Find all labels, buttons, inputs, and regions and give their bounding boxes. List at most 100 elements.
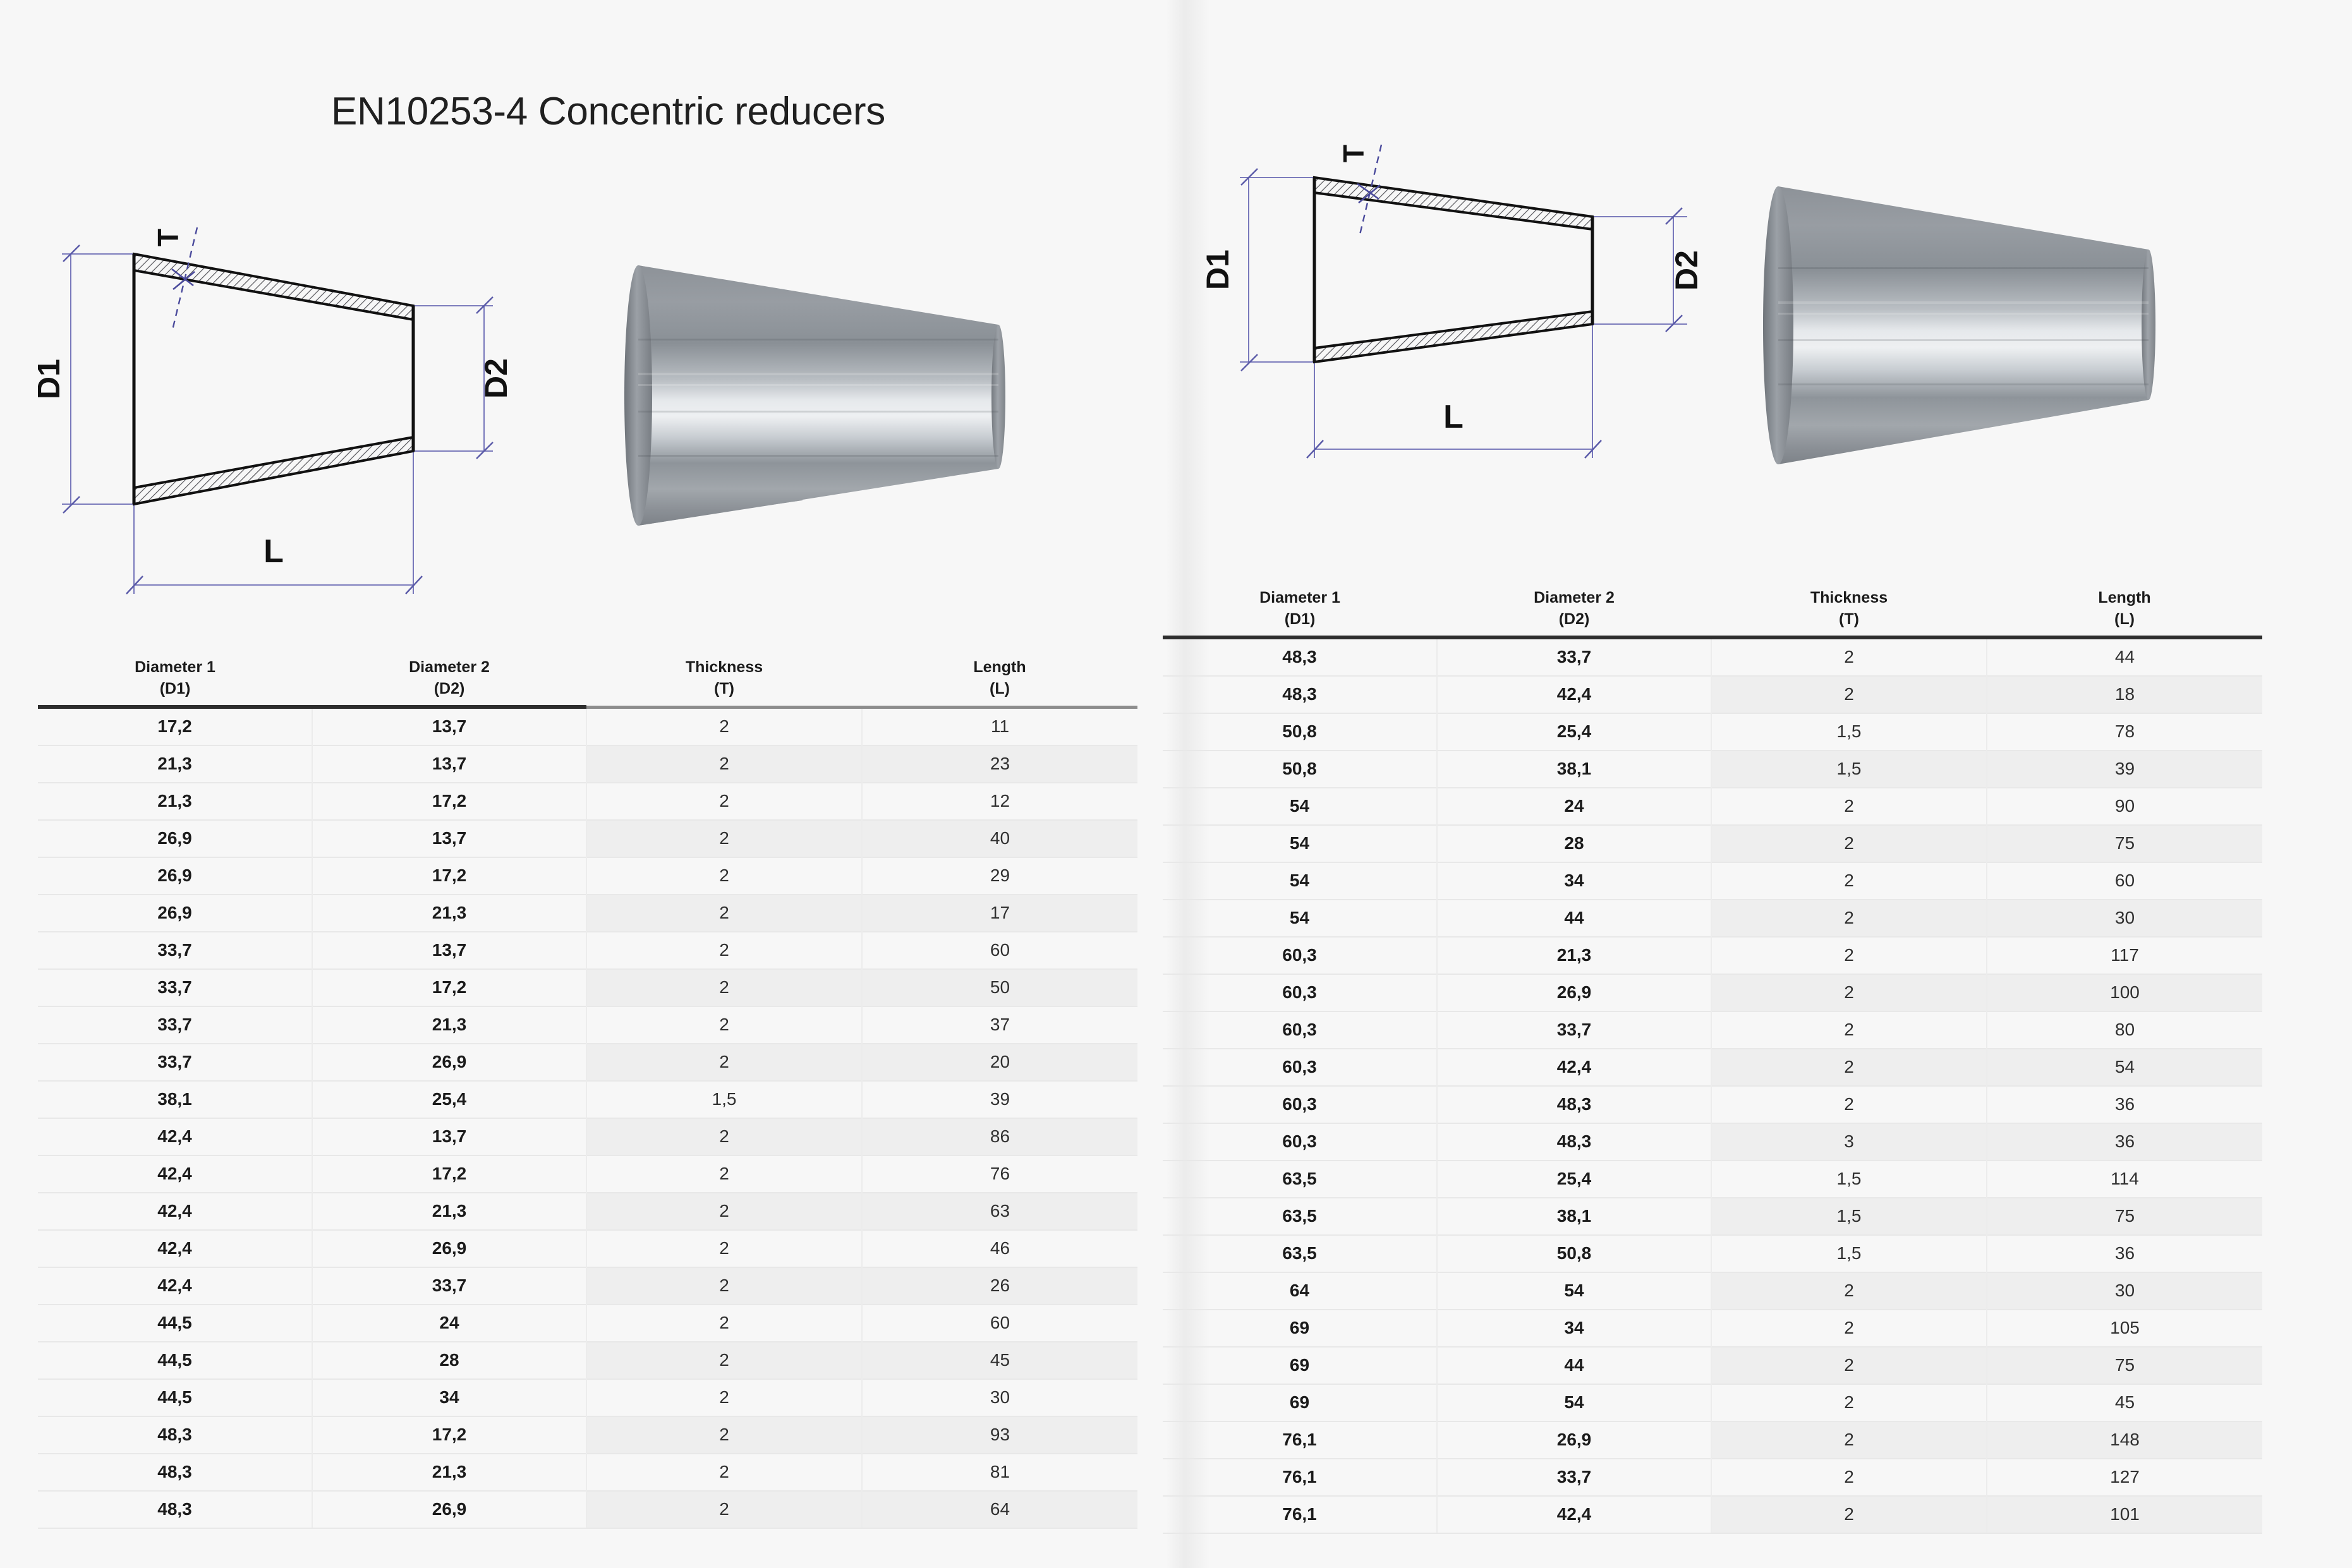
cell-diameter2: 17,2 — [312, 968, 586, 1006]
cell-diameter2: 42,4 — [1436, 1495, 1711, 1534]
cell-diameter1: 33,7 — [38, 931, 312, 969]
cell-thickness: 2 — [1711, 1308, 1987, 1347]
cell-length: 39 — [861, 1080, 1137, 1118]
table-header-row: Diameter 1 (D1) Diameter 2 (D2) Thicknes… — [38, 657, 1137, 705]
cell-diameter1: 42,4 — [38, 1191, 312, 1230]
column-header-thickness: Thickness (T) — [685, 658, 763, 697]
cell-thickness: 2 — [586, 1005, 862, 1044]
cell-diameter1: 63,5 — [1163, 1234, 1437, 1272]
cell-length: 60 — [861, 931, 1137, 969]
cell-thickness: 2 — [1711, 675, 1987, 713]
cell-diameter1: 60,3 — [1163, 1047, 1437, 1086]
cell-diameter1: 69 — [1163, 1308, 1437, 1347]
page-title: EN10253-4 Concentric reducers — [331, 90, 885, 133]
cell-length: 64 — [861, 1490, 1137, 1529]
cell-diameter2: 21,3 — [312, 1005, 586, 1044]
cell-diameter1: 38,1 — [38, 1080, 312, 1118]
cell-length: 60 — [1986, 861, 2262, 900]
cell-length: 127 — [1986, 1457, 2262, 1496]
cell-length: 30 — [1986, 1271, 2262, 1310]
cell-length: 75 — [1986, 1346, 2262, 1384]
cell-diameter1: 48,3 — [38, 1490, 312, 1529]
cell-diameter2: 48,3 — [1436, 1085, 1711, 1123]
header-rule-length — [1987, 635, 2262, 639]
cell-diameter2: 54 — [1436, 1383, 1711, 1421]
cell-diameter2: 34 — [1436, 861, 1711, 900]
cell-length: 17 — [861, 893, 1137, 932]
cell-thickness: 2 — [1711, 824, 1987, 862]
cell-diameter2: 24 — [312, 1303, 586, 1342]
cell-length: 54 — [1986, 1047, 2262, 1086]
cell-length: 36 — [1986, 1234, 2262, 1272]
cell-diameter2: 28 — [312, 1341, 586, 1379]
table-header-row: Diameter 1 (D1) Diameter 2 (D2) Thicknes… — [1163, 588, 2262, 636]
cell-length: 11 — [861, 708, 1137, 745]
cell-thickness: 2 — [586, 893, 862, 932]
cell-thickness: 2 — [1711, 1010, 1987, 1049]
cell-diameter1: 48,3 — [1282, 647, 1317, 666]
cell-diameter1: 33,7 — [38, 1042, 312, 1081]
cell-length: 23 — [861, 744, 1137, 783]
cell-diameter2: 13,7 — [312, 819, 586, 857]
cell-length: 75 — [1986, 824, 2262, 862]
cell-diameter2: 42,4 — [1436, 675, 1711, 713]
cell-length: 100 — [1986, 973, 2262, 1011]
cell-thickness: 2 — [586, 1042, 862, 1081]
cell-length: 90 — [1986, 787, 2262, 825]
cell-length: 114 — [1986, 1159, 2262, 1198]
cell-length: 36 — [1986, 1122, 2262, 1161]
cell-diameter1: 63,5 — [1163, 1159, 1437, 1198]
cell-thickness: 2 — [586, 819, 862, 857]
cell-diameter1: 48,3 — [38, 1415, 312, 1454]
cell-diameter1: 26,9 — [38, 893, 312, 932]
cell-length: 26 — [861, 1266, 1137, 1305]
cell-thickness: 2 — [1711, 1271, 1987, 1310]
cell-thickness: 2 — [586, 744, 862, 783]
cell-thickness: 1,5 — [1711, 749, 1987, 788]
cell-diameter1: 69 — [1163, 1346, 1437, 1384]
cell-length: 76 — [861, 1154, 1137, 1193]
cell-length: 93 — [861, 1415, 1137, 1454]
cell-thickness: 1,5 — [586, 1080, 862, 1118]
cell-diameter1: 21,3 — [38, 781, 312, 820]
cell-diameter2: 21,3 — [312, 893, 586, 932]
left-page: EN10253-4 Concentric reducers — [0, 0, 1175, 1568]
cell-diameter1: 69 — [1163, 1383, 1437, 1421]
column-header-length: Length (L) — [2098, 589, 2151, 628]
cell-diameter2: 50,8 — [1436, 1234, 1711, 1272]
cell-length: 117 — [1986, 936, 2262, 974]
cell-diameter2: 13,7 — [312, 708, 586, 745]
table-header-rule — [38, 704, 1137, 709]
cell-thickness: 2 — [1711, 936, 1987, 974]
cell-diameter2: 25,4 — [312, 1080, 586, 1118]
cell-diameter1: 50,8 — [1163, 712, 1437, 751]
header-rule-thickness — [586, 705, 862, 709]
cell-length: 45 — [861, 1341, 1137, 1379]
cell-thickness: 2 — [1711, 1495, 1987, 1534]
reducer-section-drawing-right: D1 D2 L T — [1188, 123, 1719, 528]
cell-diameter2: 21,3 — [312, 1191, 586, 1230]
spec-table-left: Diameter 1 (D1) Diameter 2 (D2) Thicknes… — [38, 657, 1137, 1529]
cell-diameter1: 50,8 — [1163, 749, 1437, 788]
cell-diameter2: 38,1 — [1436, 1197, 1711, 1235]
reducer-section-drawing-left: D1 D2 L T — [38, 208, 556, 613]
cell-length: 20 — [861, 1042, 1137, 1081]
cell-diameter2: 26,9 — [312, 1042, 586, 1081]
cell-length: 101 — [1986, 1495, 2262, 1534]
dimension-label-d1: D1 — [1200, 250, 1235, 290]
